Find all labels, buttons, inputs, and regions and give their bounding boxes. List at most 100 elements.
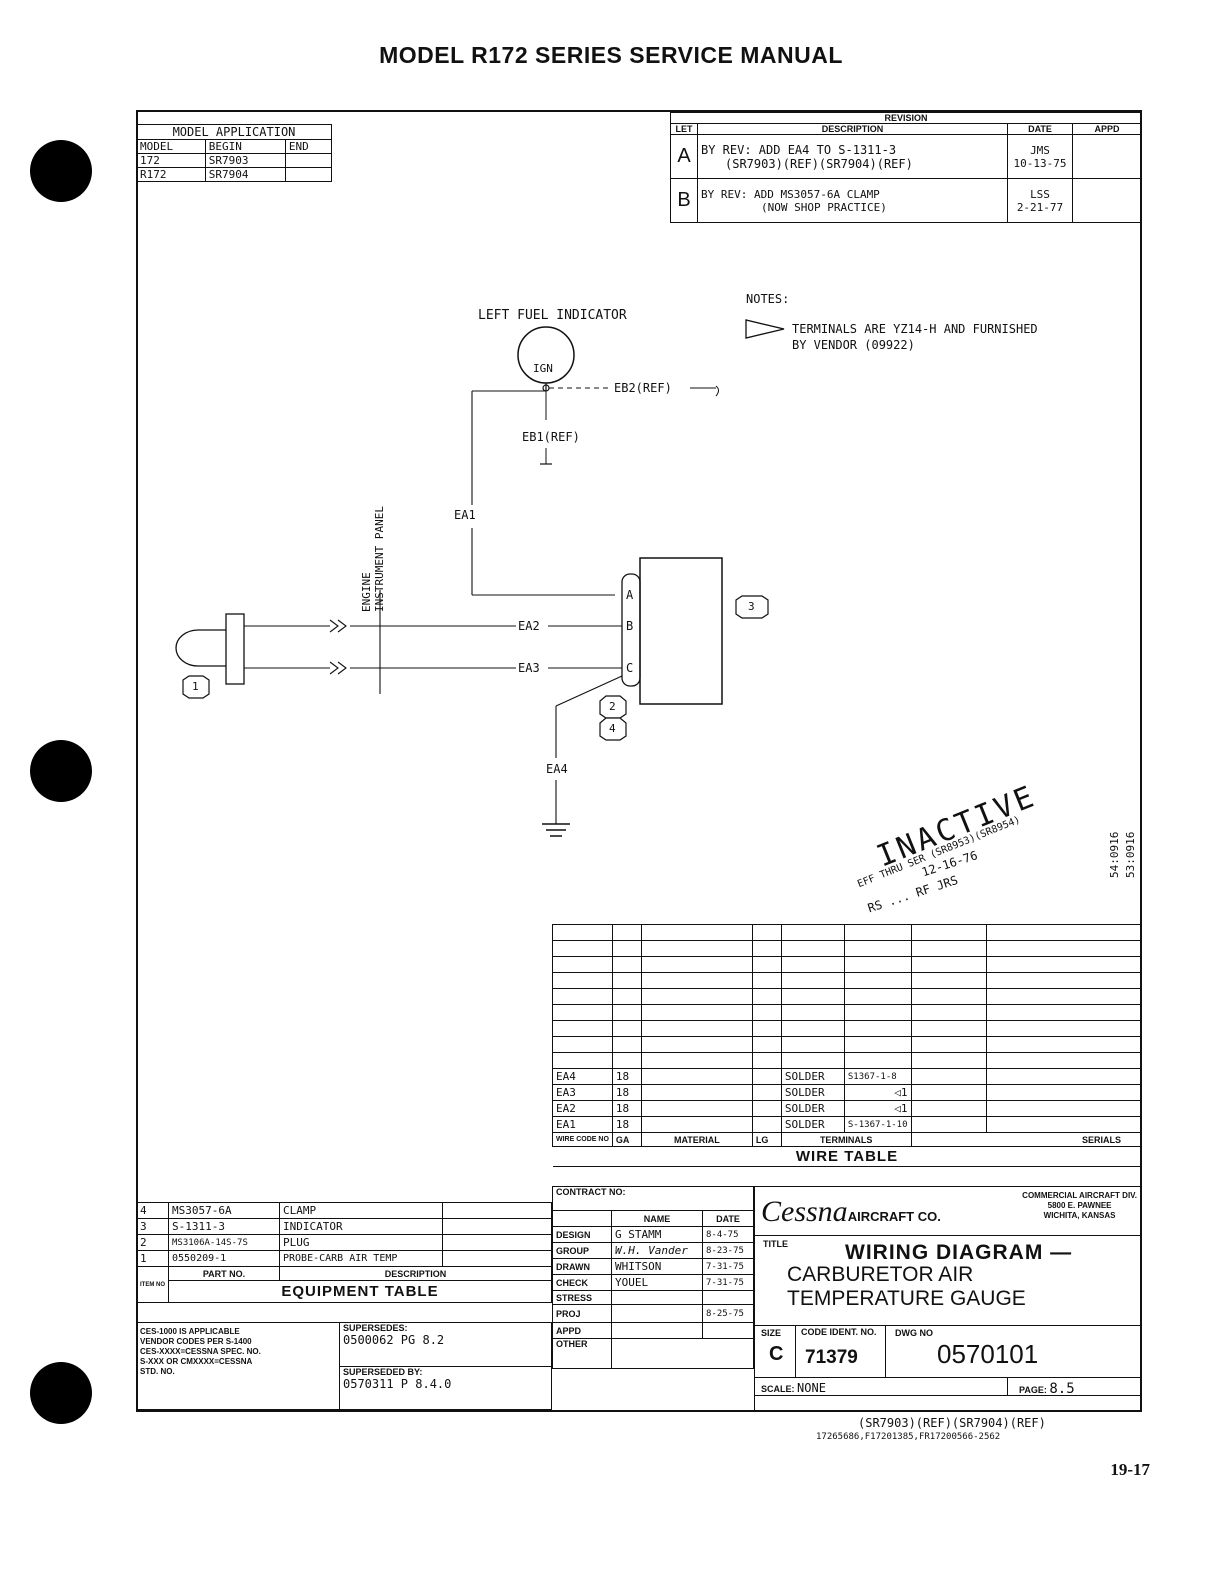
- col-length: LG: [751, 1132, 782, 1147]
- revision-table: REVISION LET DESCRIPTION DATE APPD A BY …: [670, 112, 1142, 223]
- ign-terminal-label: IGN: [533, 362, 553, 375]
- approval-name: [611, 1338, 754, 1369]
- wire-row: EA3 18 SOLDER ◁1: [552, 1084, 1142, 1101]
- wire-gauge: 18: [611, 1084, 642, 1101]
- part-description: PLUG: [279, 1234, 443, 1251]
- superseded-by-value: 0570311 P 8.4.0: [343, 1376, 452, 1391]
- revision-date-value: 10-13-75: [1013, 156, 1067, 170]
- col-date: DATE: [702, 1210, 754, 1227]
- col-terminals: TERMINALS: [780, 1132, 912, 1147]
- wire-code: EA4: [552, 1068, 613, 1085]
- col-begin: BEGIN: [204, 139, 286, 154]
- wire-row: EA1 18 SOLDER S-1367-1-10: [552, 1116, 1142, 1133]
- item-number-4: 4: [609, 722, 616, 735]
- approval-role: STRESS: [552, 1290, 612, 1305]
- note-flag-icon: ◁: [894, 1102, 901, 1115]
- supersedes-value: 0500062 PG 8.2: [343, 1333, 445, 1347]
- left-fuel-indicator-label: LEFT FUEL INDICATOR: [478, 308, 627, 323]
- part-number: MS3106A-14S-7S: [168, 1234, 280, 1251]
- approval-date: 8-23-75: [702, 1242, 754, 1259]
- revision-initials: JMS: [1030, 143, 1050, 157]
- approval-date: 8-25-75: [702, 1304, 754, 1323]
- drawing-title-line: CARBURETOR AIR: [787, 1263, 974, 1286]
- notes-line: BY VENDOR (09922): [792, 338, 915, 352]
- wire-terminal-part: ◁1: [843, 1084, 912, 1101]
- wire-row: EA4 18 SOLDER S1367-1-8: [552, 1068, 1142, 1085]
- page-number: 19-17: [1110, 1460, 1150, 1479]
- revision-line: BY REV: ADD MS3057-6A CLAMP: [701, 187, 880, 201]
- col-part-no: PART NO.: [168, 1266, 280, 1281]
- approval-date: 7-31-75: [702, 1274, 754, 1291]
- notes-title: NOTES:: [746, 292, 790, 306]
- company-logo: CessnaAIRCRAFT CO.: [761, 1195, 941, 1229]
- col-serials: SERIALS: [910, 1132, 1142, 1147]
- wire-terminal: SOLDER: [780, 1116, 845, 1133]
- footer-reference: (SR7903)(REF)(SR7904)(REF): [858, 1416, 1046, 1430]
- col-model: MODEL: [136, 139, 206, 154]
- ces-note-line: S-XXX OR CMXXXX=CESSNA: [140, 1357, 253, 1366]
- item-number: 3: [136, 1218, 169, 1235]
- binder-hole-top: [30, 140, 92, 202]
- equipment-row: 1 0550209-1 PROBE-CARB AIR TEMP: [136, 1250, 552, 1267]
- approval-row: OTHER: [552, 1338, 754, 1369]
- part-description: CLAMP: [279, 1202, 443, 1219]
- division-line: WICHITA, KANSAS: [1043, 1211, 1116, 1220]
- revision-line: (SR7903)(REF)(SR7904)(REF): [725, 156, 913, 171]
- notes-line: TERMINALS ARE YZ14-H AND FURNISHED: [792, 322, 1038, 336]
- wire-terminal: SOLDER: [780, 1100, 845, 1117]
- revision-description: BY REV: ADD EA4 TO S-1311-3 (SR7903)(REF…: [697, 134, 1008, 179]
- wire-terminal-part: ◁1: [843, 1100, 912, 1117]
- ces-note-line: CES-1000 IS APPLICABLE: [140, 1327, 240, 1336]
- note-flag-icon: ◁: [894, 1086, 901, 1099]
- side-code: 54:0916: [1108, 831, 1121, 878]
- ces-note-line: VENDOR CODES PER S-1400: [140, 1337, 252, 1346]
- division-line: 5800 E. PAWNEE: [1047, 1201, 1112, 1210]
- begin-row: SR7903: [204, 153, 286, 168]
- revision-approval-signature: [1072, 178, 1142, 223]
- binder-hole-middle: [30, 740, 92, 802]
- col-gauge: GA: [611, 1132, 642, 1147]
- company-suffix: AIRCRAFT CO.: [847, 1209, 941, 1224]
- item-number: 1: [136, 1250, 169, 1267]
- wire-terminal: SOLDER: [780, 1068, 845, 1085]
- item-number-1: 1: [192, 680, 199, 693]
- drawing-title-line: TEMPERATURE GAUGE: [787, 1287, 1026, 1310]
- equipment-row: 2 MS3106A-14S-7S PLUG: [136, 1234, 552, 1251]
- item-balloon-2: [599, 695, 627, 719]
- revision-initials: LSS: [1030, 187, 1050, 201]
- revision-letter: B: [670, 178, 698, 223]
- title-block: CessnaAIRCRAFT CO. COMMERCIAL AIRCRAFT D…: [754, 1186, 1142, 1412]
- wire-code: EA2: [552, 1100, 613, 1117]
- approval-date: 8-4-75: [702, 1226, 754, 1243]
- ces-note: CES-1000 IS APPLICABLE VENDOR CODES PER …: [136, 1322, 340, 1410]
- binder-hole-bottom: [30, 1362, 92, 1424]
- indicator-connector: [639, 557, 723, 705]
- size-label: SIZE: [761, 1328, 782, 1338]
- approval-name: [611, 1322, 703, 1339]
- note-ref: 1: [900, 1102, 908, 1115]
- part-number: S-1311-3: [168, 1218, 280, 1235]
- equipment-row: 3 S-1311-3 INDICATOR: [136, 1218, 552, 1235]
- wire-terminal-part: S-1367-1-10: [843, 1116, 912, 1133]
- wire-terminal: SOLDER: [780, 1084, 845, 1101]
- scale-value: NONE: [797, 1381, 826, 1395]
- footer-serials: 17265686,F17201385,FR17200566-2562: [816, 1432, 1001, 1442]
- ea2-label: EA2: [518, 619, 540, 633]
- model-application-table: MODEL APPLICATION MODEL BEGIN END 172 SR…: [136, 124, 333, 182]
- col-description: DESCRIPTION: [279, 1266, 552, 1281]
- approval-row: APPD: [552, 1322, 754, 1339]
- size-value: C: [769, 1343, 784, 1365]
- revision-line: (NOW SHOP PRACTICE): [761, 200, 887, 214]
- engine-panel-label: ENGINE INSTRUMENT PANEL: [360, 506, 386, 612]
- col-wire-code: WIRE CODE NO: [552, 1132, 613, 1147]
- pin-c-label: C: [626, 661, 634, 675]
- approval-role: DESIGN: [552, 1226, 612, 1243]
- approval-name: YOUEL: [611, 1274, 703, 1291]
- item-balloon-3: [735, 595, 769, 619]
- wire-gauge: 18: [611, 1100, 642, 1117]
- note-flag-icon: [745, 319, 785, 339]
- engine-label: ENGINE: [360, 572, 373, 612]
